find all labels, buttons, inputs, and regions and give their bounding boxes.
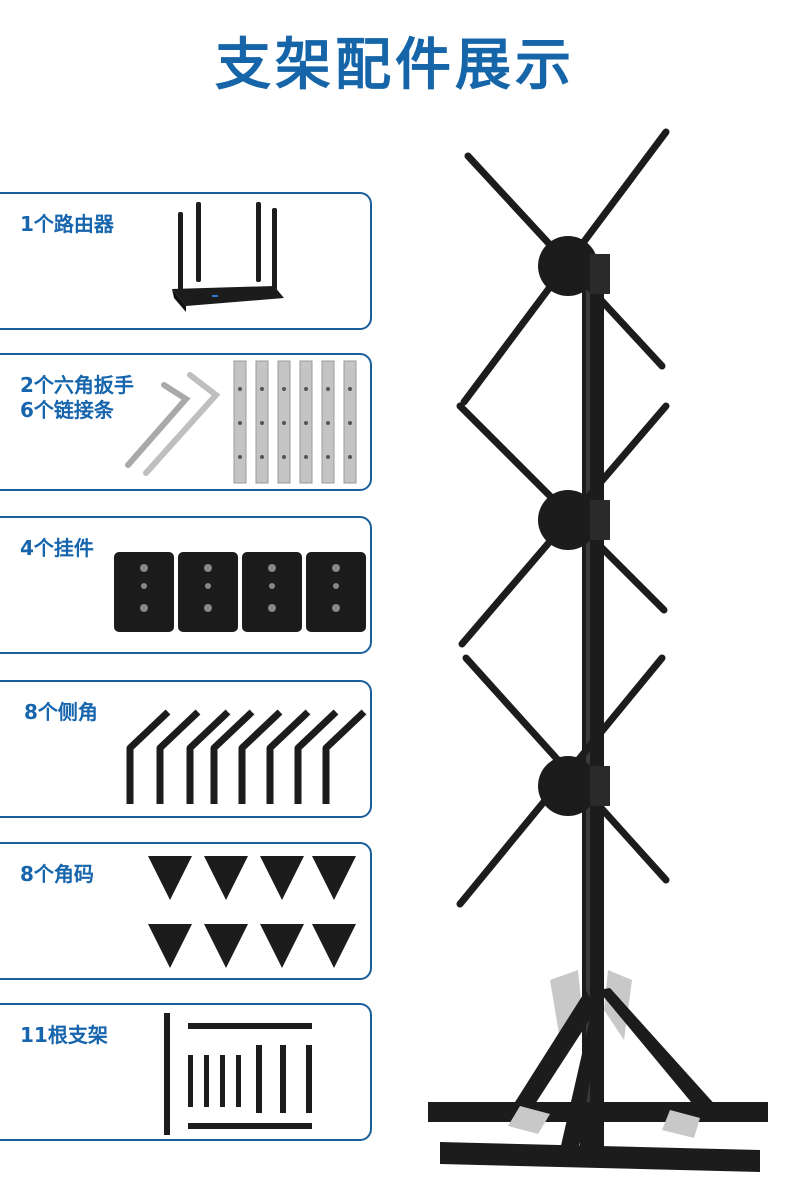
hologram-stand-image xyxy=(428,128,768,1172)
accessory-card-hangers: 4个挂件 xyxy=(0,516,372,654)
accessory-card-wrenches: 2个六角扳手 6个链接条 xyxy=(0,353,372,491)
card-label: 8个角码 xyxy=(20,862,94,886)
card-label: 1个路由器 xyxy=(20,212,114,236)
card-label: 8个侧角 xyxy=(24,700,98,724)
router-icon xyxy=(172,202,284,312)
accessory-card-corner-blocks: 8个角码 xyxy=(0,842,372,980)
corner-block-icon xyxy=(148,856,356,968)
hanger-plate-icon xyxy=(114,552,366,632)
accessory-card-side-brackets: 8个侧角 xyxy=(0,680,372,818)
card-label: 11根支架 xyxy=(20,1023,108,1047)
accessory-card-support-rods: 11根支架 xyxy=(0,1003,372,1141)
card-label: 2个六角扳手 6个链接条 xyxy=(20,373,134,422)
hex-wrench-icon xyxy=(125,360,357,484)
card-label: 4个挂件 xyxy=(20,536,94,560)
side-bracket-icon xyxy=(126,709,367,804)
page-title: 支架配件展示 xyxy=(215,33,575,98)
accessory-card-router: 1个路由器 xyxy=(0,192,372,330)
support-rod-icon xyxy=(164,1013,312,1135)
